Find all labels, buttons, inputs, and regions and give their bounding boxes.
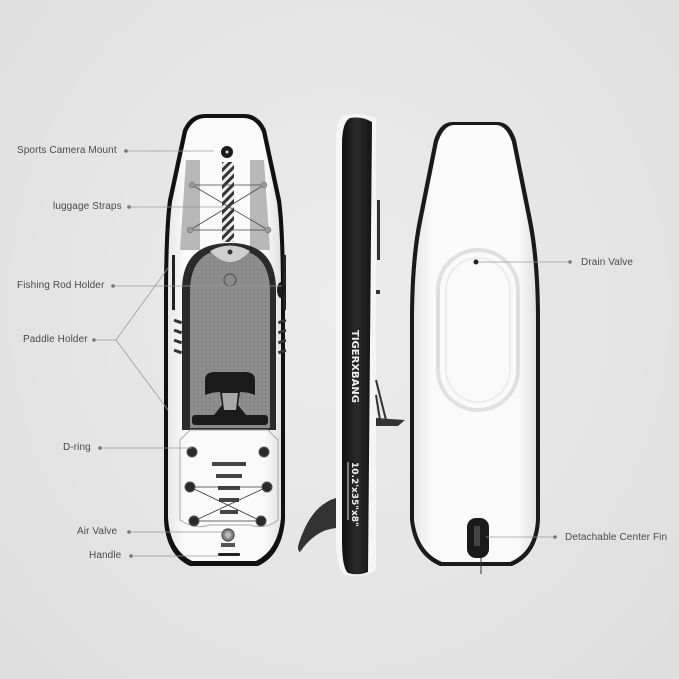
callout-luggage-straps: luggage Straps: [53, 201, 122, 212]
board-top-view: [164, 114, 287, 566]
rear-luggage-straps: [189, 486, 268, 522]
callout-leader-lines: [92, 149, 572, 558]
brand-logo: TIGERXBANG: [349, 330, 360, 403]
drain-valve-icon: [473, 259, 479, 265]
callout-detachable-center-fin: Detachable Center Fin: [565, 532, 668, 543]
callout-sports-camera-mount: Sports Camera Mount: [17, 145, 117, 156]
callout-fishing-rod-holder: Fishing Rod Holder: [17, 280, 105, 291]
d-ring-icons: [184, 446, 273, 527]
callout-air-valve: Air Valve: [77, 526, 118, 537]
callout-handle: Handle: [89, 550, 122, 561]
callout-d-ring: D-ring: [63, 442, 91, 453]
board-bottom-view: [410, 122, 540, 574]
callout-drain-valve: Drain Valve: [581, 257, 634, 268]
handle-icon: [218, 553, 240, 556]
board-size: 10.2'x35"x8": [349, 462, 359, 527]
fishing-rod-holder-icon: [277, 282, 285, 298]
callout-paddle-holder: Paddle Holder: [23, 334, 88, 345]
board-side-view: TIGERXBANG 10.2'x35"x8": [298, 114, 405, 576]
luggage-straps: [189, 184, 269, 231]
side-fin: [298, 498, 336, 552]
